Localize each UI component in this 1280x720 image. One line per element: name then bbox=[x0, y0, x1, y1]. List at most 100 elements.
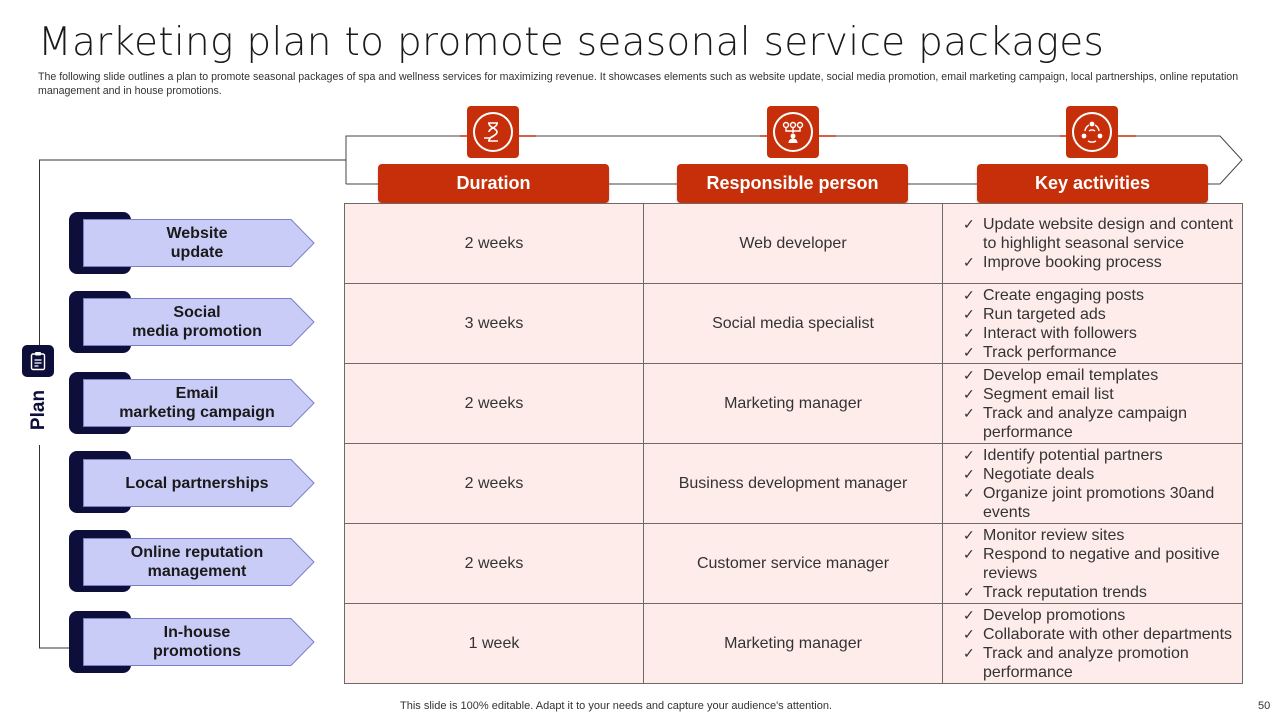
arrow-shape bbox=[83, 538, 315, 586]
activity-item: ✓Segment email list bbox=[963, 385, 1234, 404]
plan-row-text: Online reputation management bbox=[130, 544, 264, 580]
activity-text: Monitor review sites bbox=[983, 526, 1125, 544]
plan-row-text: In-house promotions bbox=[153, 624, 241, 660]
activity-item: ✓ Negotiate deals bbox=[963, 465, 1234, 484]
page-title: Marketing plan to promote seasonal servi… bbox=[38, 20, 1105, 65]
check-icon: ✓ bbox=[963, 404, 975, 421]
responsible-cell: Marketing manager bbox=[643, 363, 943, 444]
activity-text: Interact with followers bbox=[983, 324, 1137, 342]
activity-text: Identify potential partners bbox=[983, 446, 1163, 464]
check-icon: ✓ bbox=[963, 254, 975, 270]
activity-item: ✓ Interact with followers bbox=[963, 324, 1234, 343]
arrow-shape bbox=[83, 298, 315, 346]
activity-item: ✓ Monitor review sites bbox=[963, 526, 1234, 545]
activity-item: ✓Develop promotions bbox=[963, 606, 1234, 625]
activity-item: ✓ Track and analyze promotion performance bbox=[963, 644, 1234, 682]
activities-cell: ✓Create engaging posts✓Run targeted ads✓… bbox=[942, 283, 1243, 364]
check-icon: ✓ bbox=[963, 583, 975, 600]
activity-item: ✓ Track performance bbox=[963, 343, 1234, 362]
plan-connector-bottom bbox=[39, 445, 40, 648]
check-icon: ✓ bbox=[963, 286, 975, 303]
activity-text: Develop email templates bbox=[983, 366, 1159, 384]
activities-cell: ✓Develop promotions✓Collaborate with oth… bbox=[942, 603, 1243, 684]
column-header-responsible: Responsible person bbox=[677, 164, 908, 203]
activity-text: Track performance bbox=[983, 343, 1117, 361]
activity-item: ✓Collaborate with other departments bbox=[963, 625, 1234, 644]
activity-item: ✓ Track reputation trends bbox=[963, 583, 1234, 602]
activity-text: Track reputation trends bbox=[983, 583, 1147, 601]
activity-item: ✓ Update website design and content to hi… bbox=[963, 215, 1234, 253]
activity-item: ✓ Track and analyze campaign performance bbox=[963, 404, 1234, 442]
activities-cell: ✓ Update website design and content to hi… bbox=[942, 203, 1243, 284]
activity-item: ✓ Organize joint promotions 30and events bbox=[963, 484, 1234, 522]
activity-text: Create engaging posts bbox=[983, 286, 1144, 304]
column-header-duration: Duration bbox=[378, 164, 609, 203]
activities-cell: ✓ Identify potential partners ✓ Negotiate d… bbox=[942, 443, 1243, 524]
arrow-shape bbox=[83, 459, 315, 507]
activity-item: ✓ Run targeted ads bbox=[963, 305, 1234, 324]
check-icon: ✓ bbox=[963, 343, 975, 360]
duration-cell: 2 weeks bbox=[344, 203, 644, 284]
check-icon: ✓ bbox=[963, 305, 975, 322]
check-icon: ✓ bbox=[963, 324, 975, 341]
check-icon: ✓ bbox=[963, 446, 975, 463]
org-chart-person-icon bbox=[767, 106, 819, 158]
activity-text: Track and analyze campaign performance bbox=[983, 404, 1187, 441]
plan-connector-top bbox=[39, 160, 40, 345]
clipboard-icon bbox=[22, 345, 54, 377]
plan-row-label: Local partnerships bbox=[83, 459, 315, 507]
check-icon: ✓ bbox=[963, 465, 975, 482]
responsible-cell: Customer service manager bbox=[643, 523, 943, 604]
team-cycle-icon bbox=[1066, 106, 1118, 158]
responsible-cell: Social media specialist bbox=[643, 283, 943, 364]
activity-item: ✓ Create engaging posts bbox=[963, 286, 1234, 305]
footer-note: This slide is 100% editable. Adapt it to… bbox=[400, 700, 832, 712]
plan-row-label: Website update bbox=[83, 219, 315, 267]
activity-item: ✓ Develop email templates bbox=[963, 366, 1234, 385]
check-icon: ✓ bbox=[963, 216, 975, 232]
hourglass-hand-icon bbox=[467, 106, 519, 158]
check-icon: ✓ bbox=[963, 526, 975, 543]
check-icon: ✓ bbox=[963, 644, 975, 661]
duration-cell: 2 weeks bbox=[344, 523, 644, 604]
activity-text: Update website design and content to hig… bbox=[983, 216, 1233, 252]
check-icon: ✓ bbox=[963, 385, 975, 402]
activities-cell: ✓ Monitor review sites✓Respond to negativ… bbox=[942, 523, 1243, 604]
check-icon: ✓ bbox=[963, 545, 975, 562]
activity-text: Improve booking process bbox=[983, 254, 1162, 271]
duration-cell: 2 weeks bbox=[344, 363, 644, 444]
plan-row-label: Social media promotion bbox=[83, 298, 315, 346]
plan-row-text: Local partnerships bbox=[125, 474, 269, 492]
check-icon: ✓ bbox=[963, 484, 975, 501]
activity-text: Negotiate deals bbox=[983, 465, 1095, 483]
responsible-cell: Business development manager bbox=[643, 443, 943, 524]
page-subtitle: The following slide outlines a plan to p… bbox=[38, 71, 1239, 97]
page-number: 50 bbox=[1258, 700, 1271, 712]
responsible-cell: Web developer bbox=[643, 203, 943, 284]
arrow-shape bbox=[83, 379, 315, 427]
check-icon: ✓ bbox=[963, 606, 975, 623]
responsible-cell: Marketing manager bbox=[643, 603, 943, 684]
check-icon: ✓ bbox=[963, 366, 975, 383]
activity-text: Organize joint promotions 30and events bbox=[983, 484, 1215, 521]
arrow-shape bbox=[83, 219, 315, 267]
duration-cell: 1 week bbox=[344, 603, 644, 684]
check-icon: ✓ bbox=[963, 625, 975, 642]
activity-item: ✓ Improve booking process bbox=[963, 253, 1234, 272]
duration-cell: 2 weeks bbox=[344, 443, 644, 524]
activity-item: ✓Respond to negative and positive review… bbox=[963, 545, 1234, 583]
plan-row-label: In-house promotions bbox=[83, 618, 315, 666]
plan-row-label: Email marketing campaign bbox=[83, 379, 315, 427]
activity-text: Run targeted ads bbox=[983, 305, 1106, 323]
plan-row-text: Email marketing campaign bbox=[119, 385, 275, 421]
plan-row-label: Online reputation management bbox=[83, 538, 315, 586]
activity-text: Track and analyze promotion performance bbox=[983, 644, 1189, 681]
activities-cell: ✓ Develop email templates✓Segment email l… bbox=[942, 363, 1243, 444]
